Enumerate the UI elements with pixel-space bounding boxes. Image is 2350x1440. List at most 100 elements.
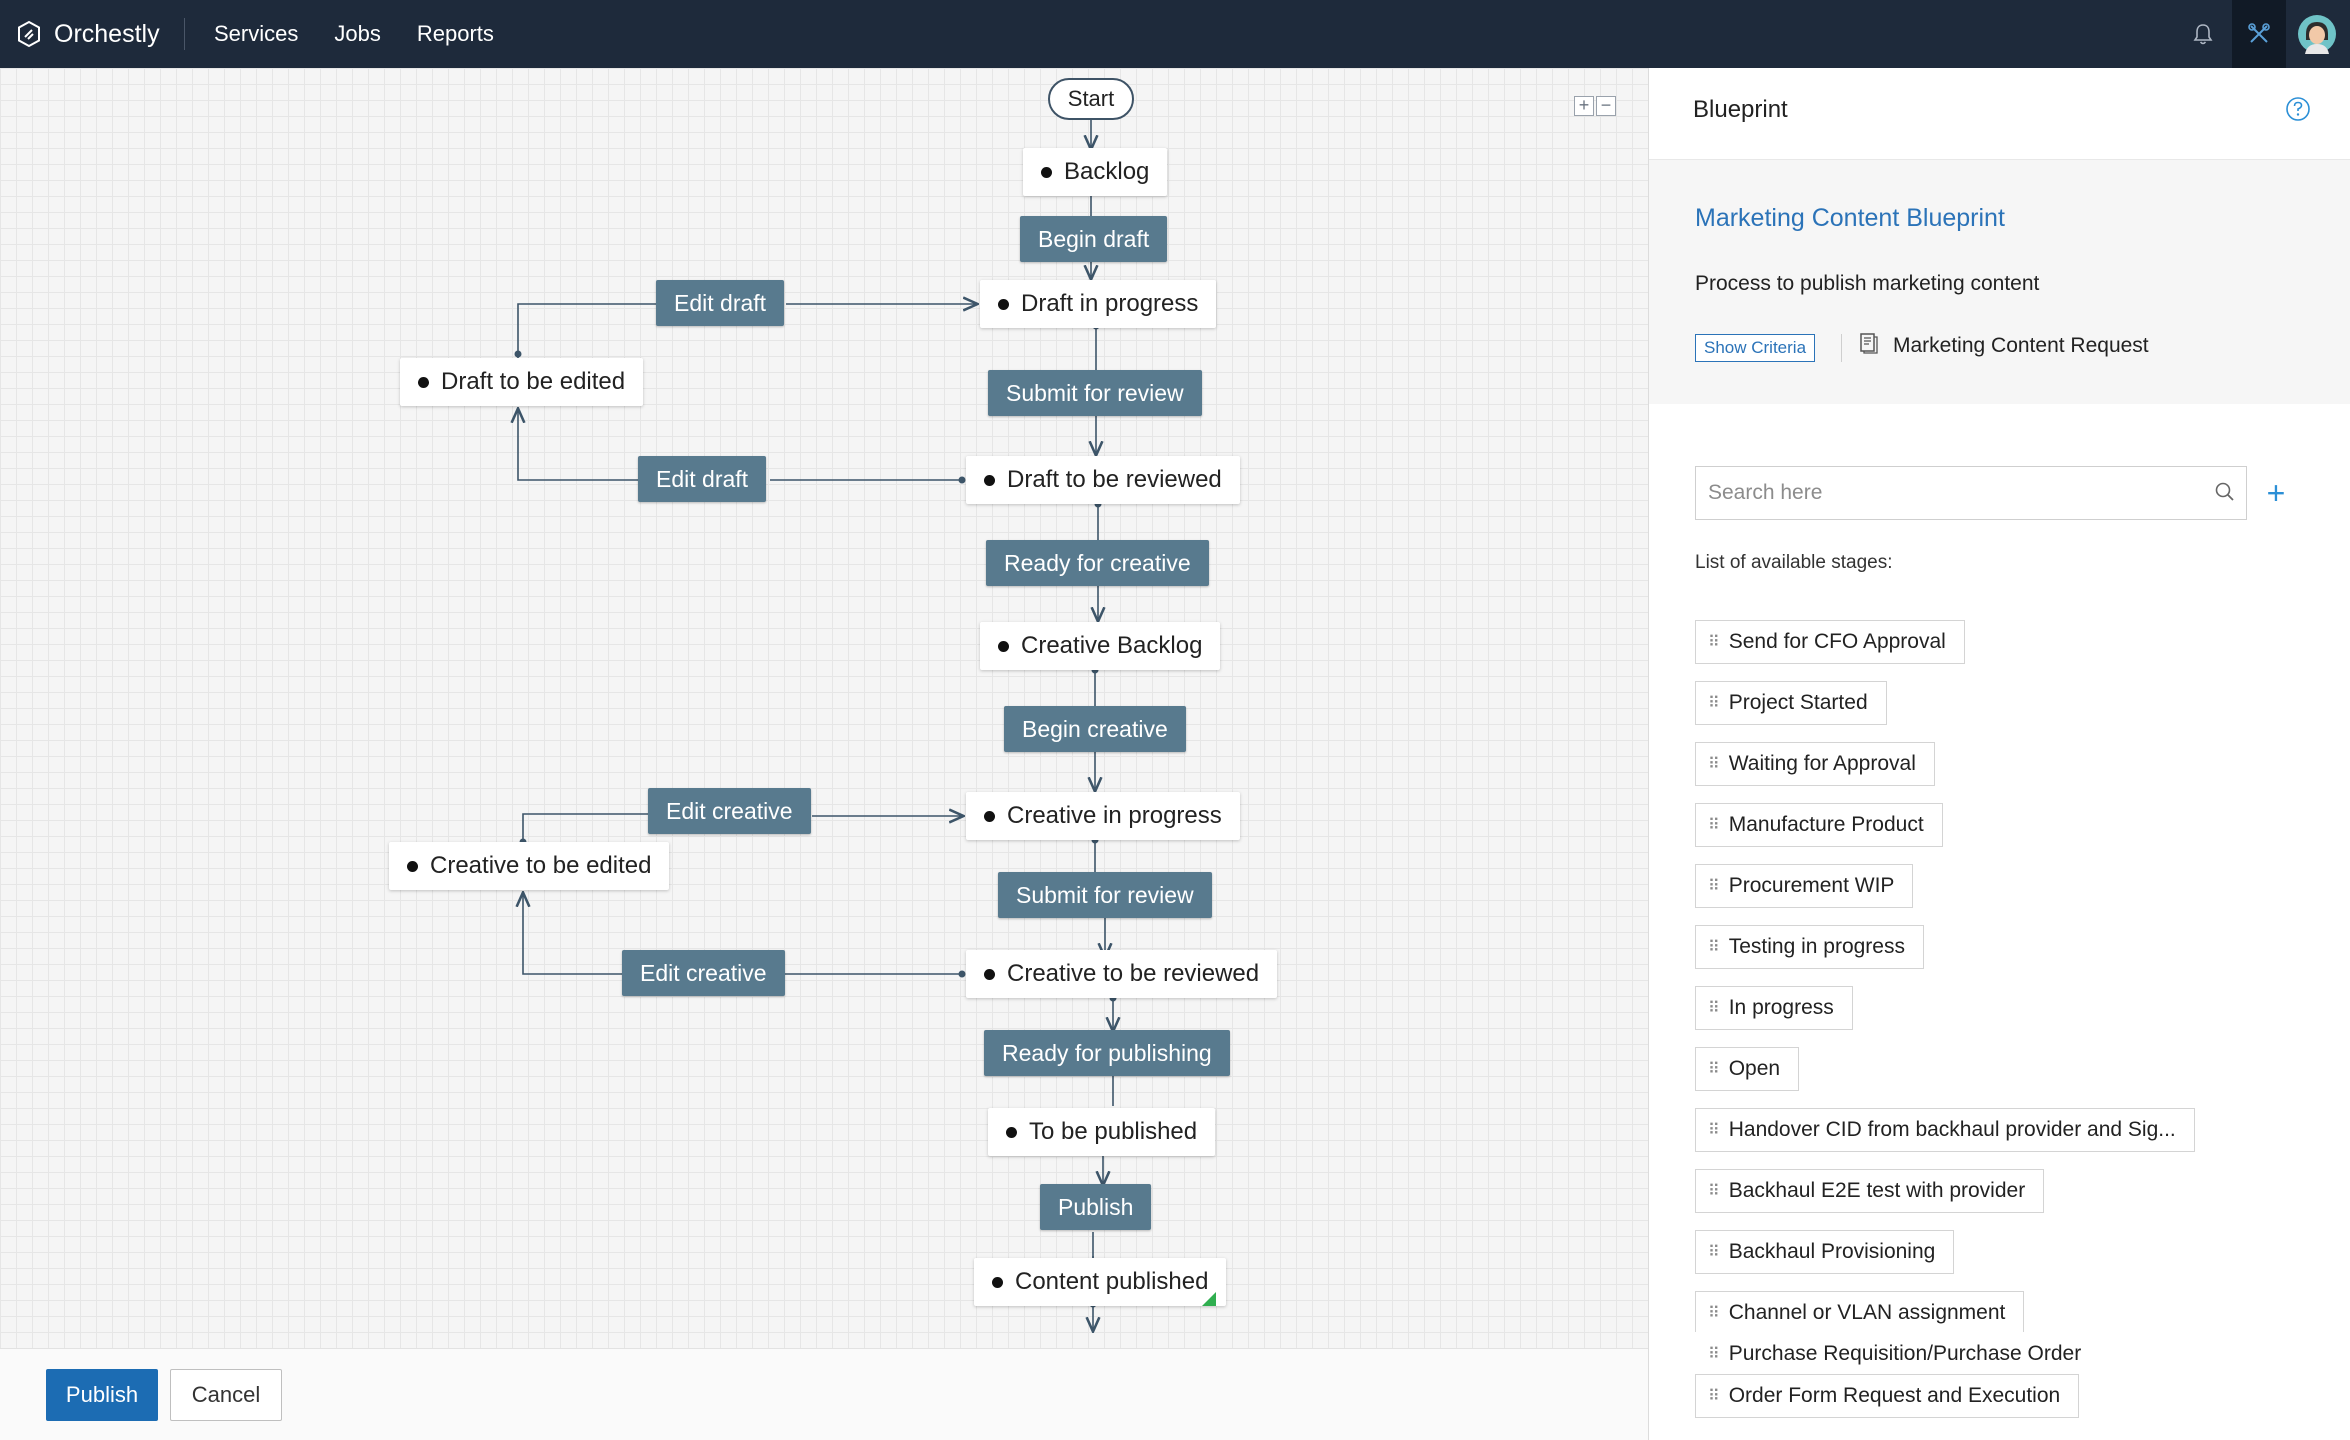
available-stage-item[interactable]: ⠿ Open (1695, 1047, 1800, 1091)
transition-edit-creative-upper[interactable]: Edit creative (648, 788, 811, 834)
stage-draft-in-progress[interactable]: Draft in progress (980, 280, 1217, 328)
stage-draft-to-be-reviewed[interactable]: Draft to be reviewed (966, 456, 1240, 504)
available-stage-item[interactable]: ⠿Channel or VLAN assignment (1695, 1291, 2025, 1335)
stage-label: Creative to be edited (430, 852, 652, 879)
drag-handle-icon[interactable]: ⠿ (1708, 1244, 1720, 1261)
transition-submit-for-review-creative[interactable]: Submit for review (998, 872, 1212, 918)
bell-icon[interactable] (2188, 0, 2218, 68)
transition-begin-draft[interactable]: Begin draft (1020, 216, 1168, 262)
drag-handle-icon[interactable]: ⠿ (1708, 1388, 1720, 1405)
available-stage-item[interactable]: ⠿ Procurement WIP (1695, 864, 1914, 908)
add-stage-button[interactable]: + (2266, 475, 2286, 511)
app-name: Orchestly (54, 19, 160, 48)
stage-item-label: Backhaul Provisioning (1728, 1240, 1936, 1263)
blueprint-name[interactable]: Marketing Content Blueprint (1695, 204, 2005, 232)
stage-item-label: Purchase Requisition/Purchase Order (1728, 1342, 2082, 1365)
top-bar: Orchestly Services Jobs Reports (0, 0, 2350, 68)
info-divider (1841, 334, 1842, 362)
stage-item-label: Backhaul E2E test with provider (1728, 1179, 2026, 1202)
available-stage-item[interactable]: ⠿ Send for CFO Approval (1695, 620, 1965, 664)
user-avatar[interactable] (2290, 0, 2344, 68)
nav-services[interactable]: Services (214, 21, 299, 46)
available-stage-item[interactable]: ⠿ Testing in progress (1695, 925, 1924, 969)
stage-dot (998, 640, 1009, 652)
stage-item-label: Send for CFO Approval (1728, 630, 1946, 653)
drag-handle-icon[interactable]: ⠿ (1708, 939, 1720, 956)
start-node[interactable]: Start (1048, 78, 1134, 120)
zoom-out-button[interactable]: − (1596, 96, 1616, 116)
drag-handle-icon[interactable]: ⠿ (1708, 756, 1720, 773)
stage-creative-to-be-reviewed[interactable]: Creative to be reviewed (966, 950, 1278, 998)
panel-header: Blueprint (1649, 68, 2350, 160)
stage-label: Draft to be edited (441, 368, 626, 395)
blueprint-info: Marketing Content Blueprint Process to p… (1649, 160, 2350, 404)
brand[interactable]: Orchestly (16, 0, 160, 68)
stage-creative-backlog[interactable]: Creative Backlog (980, 622, 1221, 670)
transition-submit-for-review-draft[interactable]: Submit for review (988, 370, 1202, 416)
blueprint-canvas[interactable]: + − Start Backlog Begin draft Draft in p… (0, 68, 1648, 1348)
available-stage-item[interactable]: ⠿ Project Started (1695, 681, 1887, 725)
stage-dot (1041, 166, 1052, 178)
stage-dot (984, 968, 995, 980)
zoom-in-button[interactable]: + (1574, 96, 1594, 116)
drag-handle-icon[interactable]: ⠿ (1708, 1000, 1720, 1017)
search-input[interactable] (1696, 467, 2196, 519)
drag-handle-icon[interactable]: ⠿ (1708, 1122, 1720, 1139)
publish-button[interactable]: Publish (46, 1369, 158, 1421)
show-criteria-button[interactable]: Show Criteria (1695, 334, 1816, 362)
stage-search (1695, 466, 2247, 520)
stage-dot (984, 474, 995, 486)
available-stage-item[interactable]: ⠿ Backhaul Provisioning (1695, 1230, 1955, 1274)
stage-creative-in-progress[interactable]: Creative in progress (966, 792, 1240, 840)
transition-edit-creative-lower[interactable]: Edit creative (622, 950, 785, 996)
available-stage-item[interactable]: ⠿Order Form Request and Execution (1695, 1374, 2080, 1418)
available-stage-item[interactable]: ⠿ In progress (1695, 986, 1853, 1030)
stage-label: Creative to be reviewed (1007, 960, 1260, 987)
cancel-button[interactable]: Cancel (170, 1369, 282, 1421)
stage-draft-to-be-edited[interactable]: Draft to be edited (400, 358, 644, 406)
document-icon (1859, 332, 1879, 360)
stage-item-label: In progress (1728, 996, 1834, 1019)
stage-item-label: Testing in progress (1728, 935, 1905, 958)
module-name: Marketing Content Request (1893, 334, 2149, 357)
stage-label: Content published (1015, 1268, 1209, 1295)
drag-handle-icon[interactable]: ⠿ (1708, 634, 1720, 651)
tools-icon[interactable] (2232, 0, 2286, 68)
drag-handle-icon[interactable]: ⠿ (1708, 1346, 1720, 1363)
stage-dot (418, 376, 429, 388)
transition-ready-for-creative[interactable]: Ready for creative (986, 540, 1209, 586)
available-stage-item[interactable]: ⠿ Purchase Requisition/Purchase Order (1695, 1332, 2101, 1376)
stage-content-published[interactable]: Content published (974, 1258, 1227, 1306)
orchestly-logo-icon (16, 20, 42, 48)
transition-ready-for-publishing[interactable]: Ready for publishing (984, 1030, 1230, 1076)
drag-handle-icon[interactable]: ⠿ (1708, 1061, 1720, 1078)
drag-handle-icon[interactable]: ⠿ (1708, 1305, 1720, 1322)
drag-handle-icon[interactable]: ⠿ (1708, 817, 1720, 834)
available-stage-item[interactable]: ⠿Handover CID from backhaul provider and… (1695, 1108, 2195, 1152)
drag-handle-icon[interactable]: ⠿ (1708, 695, 1720, 712)
stage-creative-to-be-edited[interactable]: Creative to be edited (389, 842, 670, 890)
panel-title: Blueprint (1693, 96, 1788, 123)
available-stage-item[interactable]: ⠿ Backhaul E2E test with provider (1695, 1169, 2045, 1213)
drag-handle-icon[interactable]: ⠿ (1708, 878, 1720, 895)
transition-publish[interactable]: Publish (1040, 1184, 1152, 1230)
available-stage-item[interactable]: ⠿Manufacture Product (1695, 803, 1943, 847)
stage-item-label: Open (1728, 1057, 1781, 1080)
stage-item-label: Project Started (1728, 691, 1868, 714)
nav-reports[interactable]: Reports (416, 21, 494, 46)
transition-begin-creative[interactable]: Begin creative (1004, 706, 1186, 752)
transition-edit-draft-lower[interactable]: Edit draft (638, 456, 767, 502)
nav-jobs[interactable]: Jobs (334, 21, 381, 46)
transition-edit-draft-upper[interactable]: Edit draft (656, 280, 785, 326)
stage-item-label: Procurement WIP (1728, 874, 1895, 897)
stage-backlog[interactable]: Backlog (1023, 148, 1168, 196)
drag-handle-icon[interactable]: ⠿ (1708, 1183, 1720, 1200)
main-nav: Services Jobs Reports (214, 0, 494, 68)
help-icon[interactable] (2285, 96, 2311, 127)
stage-to-be-published[interactable]: To be published (988, 1108, 1216, 1156)
stage-dot (992, 1276, 1003, 1288)
stage-label: Backlog (1064, 158, 1150, 185)
stage-label: Draft to be reviewed (1007, 466, 1222, 493)
available-stage-item[interactable]: ⠿Waiting for Approval (1695, 742, 1935, 786)
search-icon[interactable] (2214, 481, 2236, 508)
